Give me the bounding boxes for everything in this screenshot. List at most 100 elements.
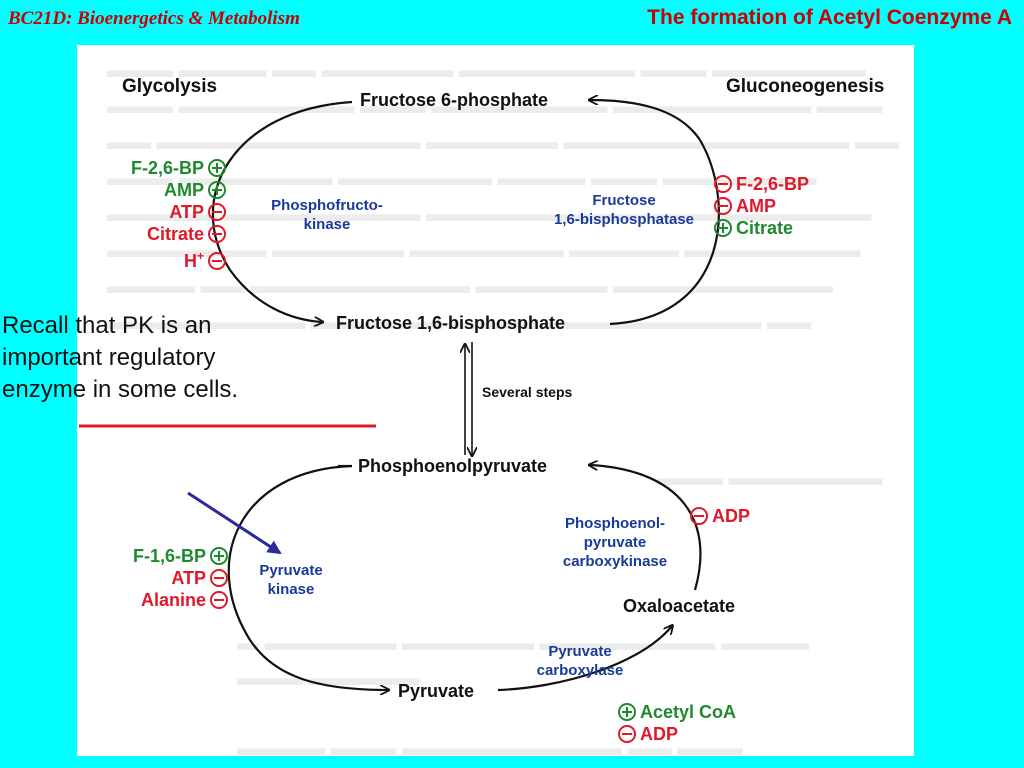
enzyme-pep-carboxykinase: Phosphoenol- pyruvate carboxykinase xyxy=(550,514,680,571)
inhibitor-minus-icon xyxy=(714,197,732,215)
activator-plus-icon xyxy=(208,181,226,199)
regulator-label: F-1,6-BP xyxy=(132,546,206,566)
regulator-f-1-6-bp: F-1,6-BP xyxy=(133,545,228,567)
regulator-label: Citrate xyxy=(146,224,204,244)
regulator-label: ADP xyxy=(640,724,679,744)
regulator-name: H+ xyxy=(183,249,204,271)
oxaloacetate: Oxaloacetate xyxy=(623,596,736,616)
regulator-citrate: Citrate xyxy=(714,217,809,239)
background-text-bleed: ▬ ▬▬▬▬▬▬ ▬▬▬▬▬▬ ▬▬▬▬▬▬▬▬ ▬▬▬▬ xyxy=(237,630,809,655)
activator-plus-icon xyxy=(714,219,732,237)
regulator-label: H xyxy=(183,251,197,271)
course-title: BC21D: Bioenergetics & Metabolism xyxy=(8,8,300,29)
regulator-adp: ADP xyxy=(690,505,750,527)
regulator-name: AMP xyxy=(164,180,204,200)
fructose-6-phosphate: Fructose 6-phosphate xyxy=(360,90,549,110)
regulator-name: Citrate xyxy=(736,218,793,238)
inhibitor-minus-icon xyxy=(208,225,226,243)
glycolysis-arrow-upper xyxy=(211,100,353,271)
background-text-bleed: ▬▬▬▬ ▬▬ ▬▬▬▬▬▬▬▬▬▬ ▬▬▬▬▬▬ ▬▬▬▬▬▬▬▬▬▬ xyxy=(107,273,833,298)
inhibitor-minus-icon xyxy=(618,725,636,743)
regulator-label: ATP xyxy=(169,202,204,222)
pepck-arrow xyxy=(590,465,702,591)
regulator-name: ATP xyxy=(171,568,206,588)
enzyme-fructose-bisphosphatase: Fructose 1,6-bisphosphatase xyxy=(524,191,724,229)
regulator-name: AMP xyxy=(736,196,776,216)
activator-plus-icon xyxy=(208,159,226,177)
background-text-bleed: ▬▬▬ ▬▬▬▬▬▬▬▬ ▬▬▬ ▬▬▬▬▬▬▬▬ ▬▬▬▬▬▬▬▬▬ ▬▬▬ xyxy=(107,93,883,118)
regulator-f-2-6-bp: F-2,6-BP xyxy=(714,173,809,195)
regulator-name: F-2,6-BP xyxy=(131,158,204,178)
recall-note: Recall that PK is an important regulator… xyxy=(2,310,302,406)
background-text-bleed: ▬▬▬▬▬ ▬▬▬▬▬▬▬▬▬ ▬▬▬▬▬▬▬▬▬▬ ▬▬▬▬▬▬▬▬▬▬ xyxy=(107,201,872,226)
enzyme-line: carboxylase xyxy=(536,662,624,679)
regulator-citrate: Citrate xyxy=(131,223,226,245)
inhibitor-minus-icon xyxy=(208,203,226,221)
enzyme-line: carboxykinase xyxy=(562,553,668,570)
enzyme-line: Fructose xyxy=(592,192,656,209)
note-text-after: enzyme in some cells. xyxy=(2,376,239,403)
enzyme-pyruvate-carboxylase: Pyruvate carboxylase xyxy=(525,642,635,680)
inhibitor-minus-icon xyxy=(690,507,708,525)
gluconeogenesis-arrow-lower xyxy=(590,100,701,141)
inhibitor-minus-icon xyxy=(210,591,228,609)
regulator-amp: AMP xyxy=(714,195,809,217)
regulator-name: Citrate xyxy=(147,224,204,244)
regulator-label: ATP xyxy=(171,568,206,588)
enzyme-line: kinase xyxy=(267,581,315,598)
regulator-h: H+ xyxy=(131,245,226,272)
background-text-bleed: ▬▬▬▬ ▬▬▬ ▬▬▬▬▬▬▬▬▬▬ ▬▬ ▬▬▬ xyxy=(237,735,743,756)
enzyme-phosphofructokinase: Phosphofructo- kinase xyxy=(252,196,402,234)
regulator-label: F-2,6-BP xyxy=(736,174,810,194)
note-text-before: Recall that PK is an xyxy=(2,312,212,339)
regulator-alanine: Alanine xyxy=(133,589,228,611)
note-underlined-text: important regulatory xyxy=(2,344,216,371)
background-text-bleed: ▬▬▬▬▬ ▬▬ ▬▬▬▬▬▬ ▬▬▬▬▬▬▬ ▬▬▬▬▬ ▬▬▬▬▬▬▬▬ xyxy=(107,237,861,262)
regulator-name: Acetyl CoA xyxy=(640,702,736,722)
regulator-label: AMP xyxy=(736,196,776,216)
inhibitor-minus-icon xyxy=(714,175,732,193)
slide-title: The formation of Acetyl Coenzyme A xyxy=(647,6,1012,29)
regulator-name: ATP xyxy=(169,202,204,222)
background-text-bleed: ▬▬▬▬▬▬▬▬▬ ▬▬▬▬▬▬ ▬▬▬▬ ▬▬▬▬▬▬▬▬▬▬ ▬▬ xyxy=(107,309,811,334)
regulator-name: ADP xyxy=(640,724,678,744)
regulator-label: Citrate xyxy=(736,218,794,238)
regulator-label: AMP xyxy=(164,180,204,200)
fructose-1-6-bisphosphate: Fructose 1,6-bisphosphate xyxy=(336,313,566,333)
diagram-panel: ▬▬▬ ▬▬▬▬ ▬▬ ▬▬▬▬▬▬ ▬▬▬▬▬▬▬▬ ▬▬▬ ▬▬▬▬▬▬▬ … xyxy=(77,45,914,756)
regulator-atp: ATP xyxy=(133,567,228,589)
enzyme-line: kinase xyxy=(303,216,351,233)
inhibitor-minus-icon xyxy=(208,252,226,270)
pepck-regulators: ADP xyxy=(690,505,750,527)
regulator-label: Acetyl CoA xyxy=(640,702,737,722)
background-text-bleed: ▬▬▬ ▬▬▬▬ ▬▬ ▬▬▬▬▬▬ ▬▬▬▬▬▬▬▬ ▬▬▬ ▬▬▬▬▬▬▬ xyxy=(107,57,866,82)
several-steps-label: Several steps xyxy=(482,384,573,400)
pyruvate-kinase-arrow xyxy=(227,464,388,690)
glycolysis-arrow-lower xyxy=(229,269,322,322)
regulator-f-2-6-bp: F-2,6-BP xyxy=(131,157,226,179)
regulator-superscript: + xyxy=(196,249,204,263)
regulator-amp: AMP xyxy=(131,179,226,201)
glycolysis-heading: Glycolysis xyxy=(122,76,218,97)
enzyme-line: 1,6-bisphosphatase xyxy=(553,211,695,228)
enzyme-line: Phosphoenol- xyxy=(565,515,665,532)
regulator-adp: ADP xyxy=(618,723,736,745)
enzyme-line: Pyruvate xyxy=(259,562,323,579)
gluconeogenesis-arrow-upper xyxy=(609,139,720,326)
activator-plus-icon xyxy=(618,703,636,721)
enzyme-pyruvate-kinase: Pyruvate kinase xyxy=(246,561,336,599)
pyruvate-carboxylase-arrow xyxy=(497,626,672,692)
regulator-name: Alanine xyxy=(141,590,206,610)
background-text-bleed: ▬▬▬ ▬▬▬▬▬▬▬ xyxy=(657,465,883,490)
regulator-name: F-1,6-BP xyxy=(133,546,206,566)
inhibitor-minus-icon xyxy=(210,569,228,587)
pyruvate: Pyruvate xyxy=(398,681,475,701)
enzyme-line: Phosphofructo- xyxy=(271,197,383,214)
activator-plus-icon xyxy=(210,547,228,565)
regulator-name: F-2,6-BP xyxy=(736,174,809,194)
enzyme-line: pyruvate xyxy=(583,534,647,551)
